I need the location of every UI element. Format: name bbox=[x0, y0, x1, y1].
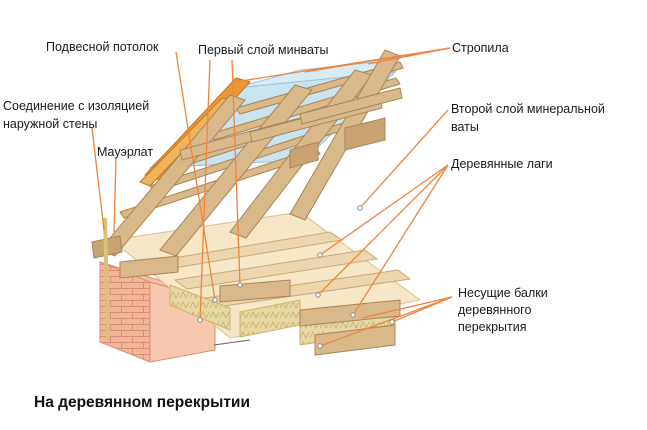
label-wall-joint-line2: наружной стены bbox=[3, 117, 98, 131]
leader-lines bbox=[91, 47, 453, 347]
label-mauerlat: Мауэрлат bbox=[97, 145, 154, 159]
caption: На деревянном перекрытии bbox=[34, 394, 250, 411]
label-beams-line1: Несущие балки bbox=[458, 286, 548, 300]
mauerlat bbox=[91, 217, 123, 341]
label-wall-joint-line1: Соединение с изоляцией bbox=[3, 99, 150, 113]
label-suspended-ceiling: Подвесной потолок bbox=[46, 40, 159, 54]
leader-dots bbox=[197, 205, 395, 349]
label-beams-line3: перекрытия bbox=[458, 320, 527, 334]
label-second-wool-line1: Второй слой минеральной bbox=[451, 102, 605, 116]
label-wooden-joists: Деревянные лаги bbox=[451, 157, 553, 171]
label-beams-line2: деревянного bbox=[458, 303, 532, 317]
label-second-wool-line2: ваты bbox=[451, 120, 479, 134]
label-rafters: Стропила bbox=[452, 41, 509, 55]
floor-deck bbox=[110, 211, 422, 356]
label-first-wool-layer: Первый слой минваты bbox=[198, 43, 329, 57]
